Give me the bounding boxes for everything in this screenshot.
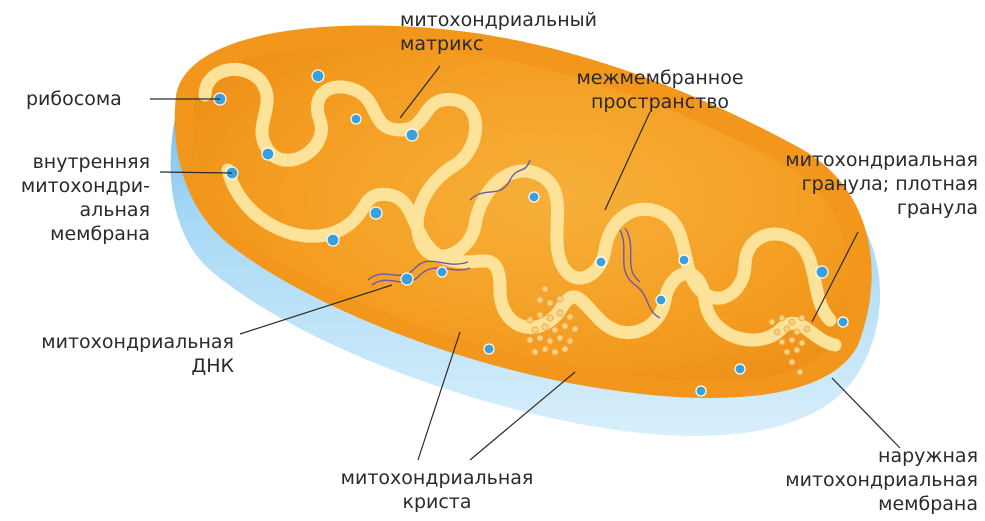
label-granule: митохондриальная гранула; плотная гранул…: [770, 148, 978, 220]
ribosome: [370, 207, 382, 219]
ribosome: [735, 364, 745, 374]
ribosome: [596, 257, 606, 267]
ribosome: [484, 344, 494, 354]
ribosome: [437, 267, 447, 277]
ribosome: [656, 295, 666, 305]
ribosome: [351, 114, 361, 124]
label-dna: митохондриальная ДНК: [20, 330, 234, 378]
leader-outer-membrane: [832, 378, 900, 448]
label-matrix: митохондриальный матрикс: [400, 8, 597, 56]
label-outer-membrane: наружная митохондриальная мембрана: [760, 444, 978, 516]
ribosome: [262, 148, 274, 160]
ribosome: [816, 266, 828, 278]
ribosome: [529, 192, 539, 202]
label-inner-membrane: внутренняя митохондри- альная мембрана: [20, 150, 150, 246]
ribosome: [838, 317, 848, 327]
label-intermembrane-space: межмембранное пространство: [570, 66, 750, 114]
ribosome: [696, 386, 706, 396]
label-crista: митохондриальная криста: [330, 466, 544, 514]
ribosome: [406, 129, 418, 141]
ribosome: [327, 234, 339, 246]
label-ribosome: рибосома: [26, 87, 122, 111]
ribosome: [401, 273, 413, 285]
ribosome: [312, 70, 324, 82]
ribosome: [679, 255, 689, 265]
